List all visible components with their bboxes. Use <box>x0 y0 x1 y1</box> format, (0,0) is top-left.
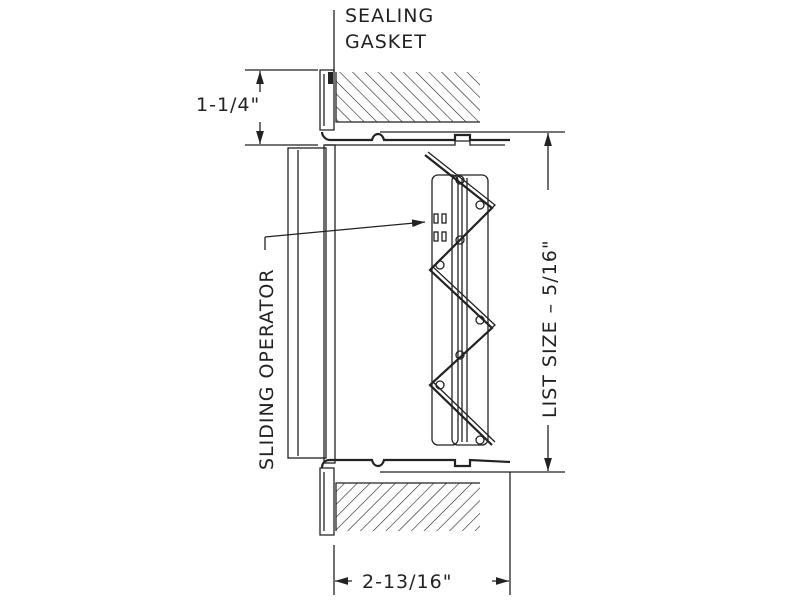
louver-frame <box>431 174 489 446</box>
bottom-dimension-label: 2-13/16" <box>362 571 452 593</box>
top-dimension-label: 1-1/4" <box>196 94 260 116</box>
bottom-dimension <box>333 472 511 595</box>
top-dimension <box>245 69 318 146</box>
sliding-operator-leader <box>264 219 426 250</box>
louver-blades <box>424 151 496 446</box>
sealing-label: SEALING <box>345 5 434 27</box>
bottom-wall <box>319 467 480 536</box>
list-size-label: LIST SIZE – 5/16" <box>539 239 561 418</box>
bottom-rail <box>320 458 565 473</box>
sliding-operator-label: SLIDING OPERATOR <box>256 268 278 470</box>
top-wall <box>319 69 480 131</box>
sliding-operator-panel <box>287 144 336 464</box>
top-rail <box>320 131 565 146</box>
gasket-label: GASKET <box>345 31 427 53</box>
